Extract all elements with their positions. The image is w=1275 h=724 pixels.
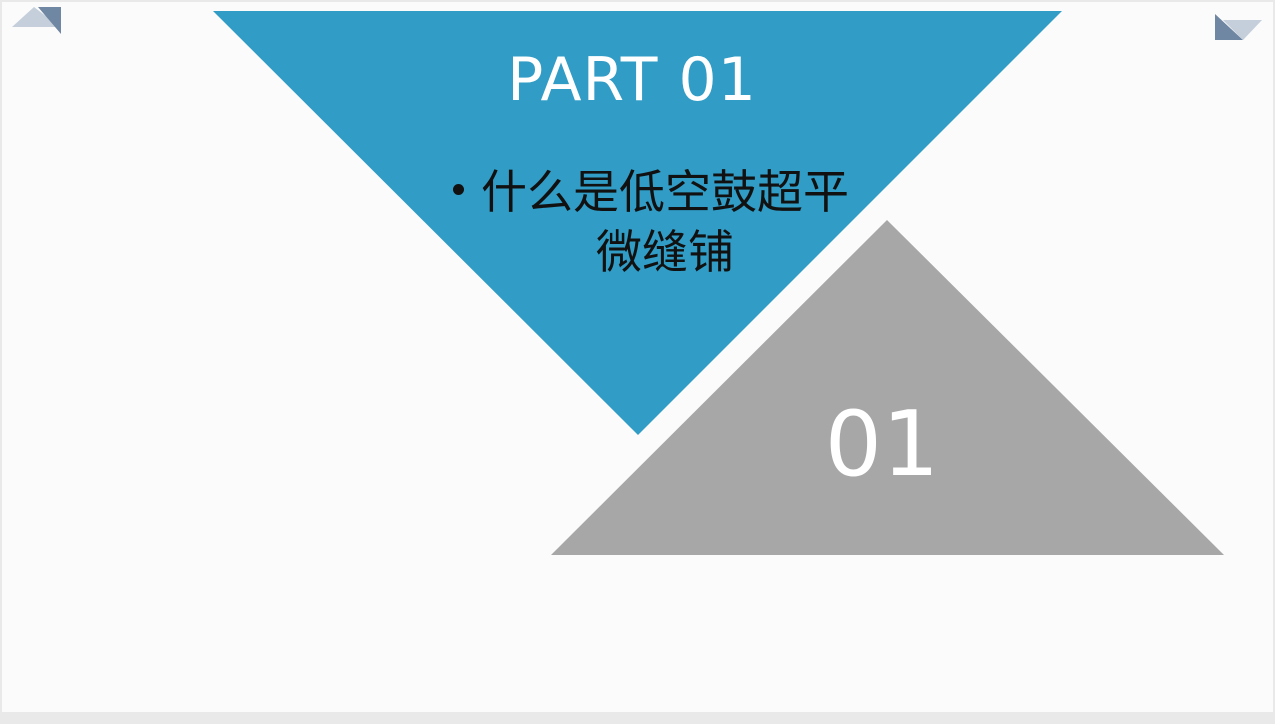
bullet-item: 什么是低空鼓超平微缝铺 — [442, 162, 872, 282]
corner-decoration-top-left-light — [12, 7, 60, 27]
bullet-dot-icon — [453, 184, 464, 195]
section-number: 01 — [824, 392, 940, 497]
part-title: PART 01 — [507, 45, 757, 115]
corner-decoration-top-right-light — [1223, 20, 1262, 40]
blue-triangle — [213, 11, 1062, 435]
slide-shapes — [12, 7, 1262, 555]
bullet-text: 什么是低空鼓超平微缝铺 — [481, 165, 849, 279]
gray-triangle — [551, 220, 1224, 555]
slide-canvas: PART 01 什么是低空鼓超平微缝铺 01 — [2, 2, 1273, 712]
corner-decoration-top-left-dark — [38, 7, 61, 34]
corner-decoration-top-right-dark — [1215, 14, 1243, 40]
